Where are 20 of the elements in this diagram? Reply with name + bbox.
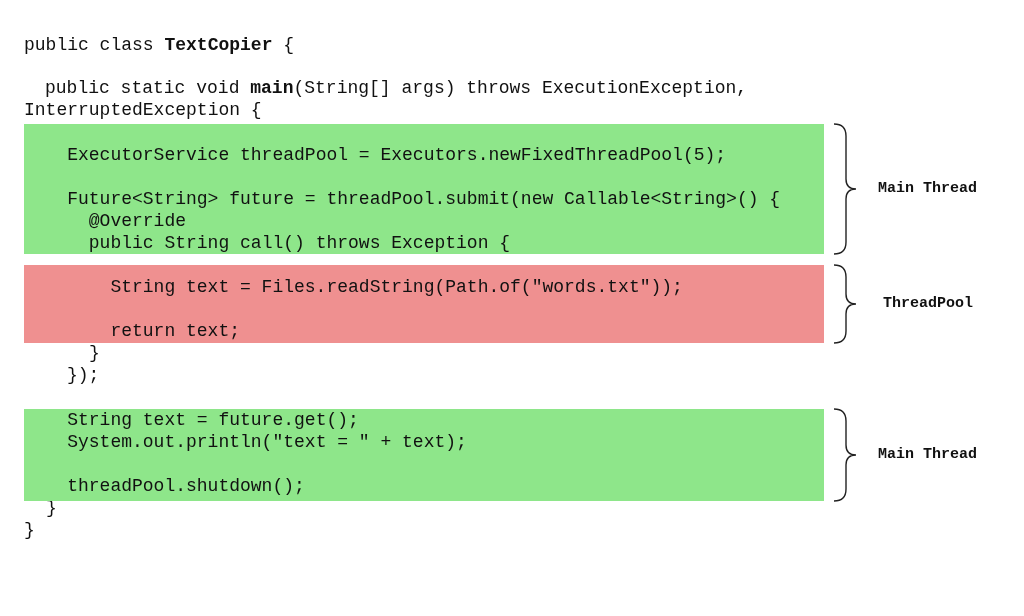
- highlighted-code-block: [24, 409, 824, 501]
- code-line: }: [89, 342, 100, 364]
- code-line: public class TextCopier {: [24, 34, 295, 56]
- code-line: public String call() throws Exception {: [88, 232, 511, 254]
- thread-label: Main Thread: [878, 445, 978, 465]
- code-line: public static void main(String[] args) throws ExecutionException, InterruptedException {: [24, 77, 749, 121]
- code-line: String text = future.get();: [67, 409, 359, 431]
- code-line: return text;: [110, 320, 240, 342]
- code-line: Future<String> future = threadPool.submit(new Callable<String>() {: [67, 188, 781, 210]
- code-line: System.out.println("text = " + text);: [67, 431, 467, 453]
- code-line: String text = Files.readString(Path.of("words.txt"));: [110, 276, 683, 298]
- thread-label: ThreadPool: [883, 294, 973, 314]
- code-line: ExecutorService threadPool = Executors.newFixedThreadPool(5);: [67, 144, 727, 166]
- highlighted-code-block: [24, 124, 824, 254]
- thread-label: Main Thread: [878, 179, 978, 199]
- code-line: }: [24, 519, 35, 541]
- code-line: threadPool.shutdown();: [67, 475, 305, 497]
- code-line: @Override: [88, 210, 186, 232]
- highlighted-code-block: [24, 265, 824, 343]
- code-line: });: [67, 364, 100, 386]
